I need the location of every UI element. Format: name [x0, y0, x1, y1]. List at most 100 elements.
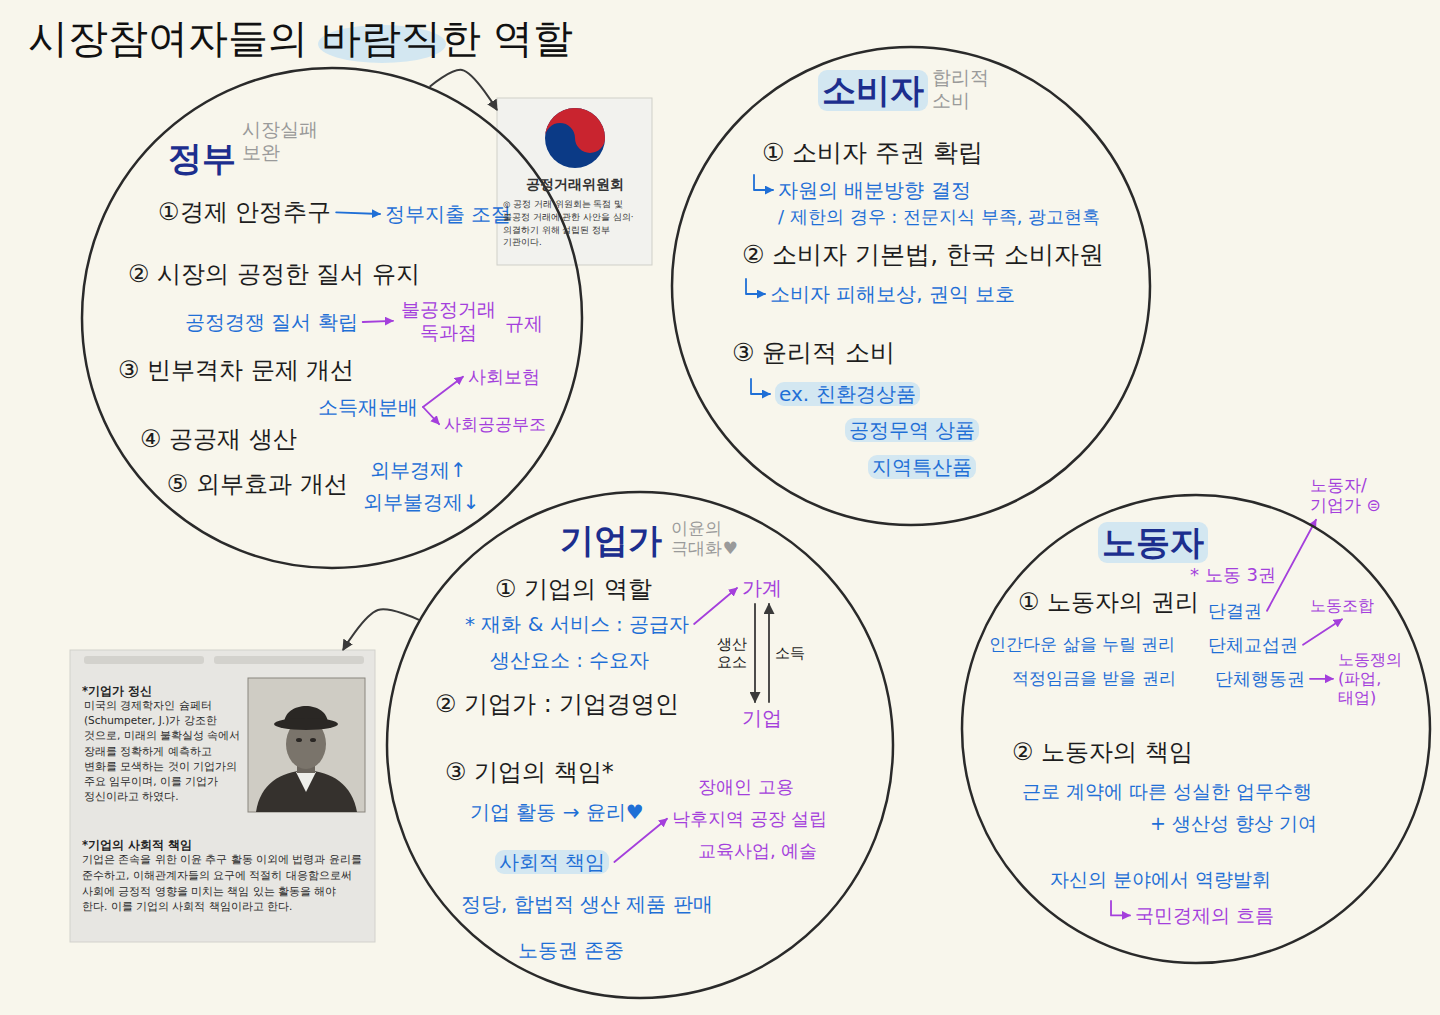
text-slot: ② 시장의 공정한 질서 유지 — [128, 260, 420, 289]
note-text: *기업의 사회적 책임 — [82, 839, 192, 853]
text-slot: 노동조합 — [1310, 596, 1374, 615]
circle-node: 노동자노동자/ 기업가 ⊜① 노동자의 권리* 노동 3권인간다운 삶을 누릴 … — [960, 493, 1432, 965]
annotation-arrow — [1310, 678, 1333, 680]
text-slot: 단결권 — [1208, 600, 1262, 622]
blurred-line — [214, 656, 364, 664]
text-slot: 적정임금을 받을 권리 — [1012, 668, 1176, 688]
text-slot: 근로 계약에 따른 성실한 업무수행 — [1022, 780, 1312, 803]
note-text: 지역특산품 — [868, 455, 976, 479]
note-text: / 제한의 경우 : 전문지식 부족, 광고현혹 — [778, 206, 1100, 228]
text-slot: ex. 친환경상품 — [775, 382, 920, 406]
text-slot: 정부 — [168, 138, 236, 179]
annotation-arrow — [694, 588, 737, 624]
text-slot: 단체행동권 — [1215, 668, 1305, 690]
note-text: ① 기업의 역할 — [495, 575, 652, 604]
text-slot: 소비자 피해보상, 권익 보호 — [770, 282, 1015, 306]
note-text: 시장실패 보완 — [242, 118, 326, 164]
text-slot: 노동자/ 기업가 ⊜ — [1310, 475, 1396, 516]
note-text: * 노동 3권 — [1190, 564, 1276, 586]
text-slot: 미국의 경제학자인 슘페터(Schumpeter, J.)가 강조한 것으로, … — [84, 698, 242, 805]
note-text: 인간다운 삶을 누릴 권리 — [989, 634, 1175, 654]
image-box: 공정거래위원회 ◎ 공정 거래 위원회는 독점 및 불공정 거래에 관한 사안을 … — [497, 98, 652, 265]
portrait-collar — [296, 772, 316, 792]
note-text: 장애인 고용 — [698, 776, 794, 798]
note-text: * 재화 & 서비스 : 공급자 — [465, 612, 689, 636]
text-slot: ① 기업의 역할 — [495, 575, 652, 604]
note-text: 자원의 배분방향 결정 — [778, 178, 971, 202]
note-text: ③ 빈부격차 문제 개선 — [118, 356, 354, 385]
text-slot: ② 소비자 기본법, 한국 소비자원 — [742, 240, 1104, 270]
text-slot: 자신의 분야에서 역량발휘 — [1050, 868, 1271, 891]
note-text: 정당, 합법적 생산 제품 판매 — [461, 892, 713, 916]
note-text: ③ 윤리적 소비 — [732, 338, 895, 368]
annotation-arrow — [423, 377, 463, 407]
note-text: 사회적 책임 — [495, 850, 609, 874]
text-slot: 국민경제의 흐름 — [1135, 904, 1274, 927]
circle-node: 기업가이윤의 극대화♥① 기업의 역할* 재화 & 서비스 : 공급자생산요소 … — [385, 490, 895, 1000]
note-text: ⑤ 외부효과 개선 — [167, 470, 348, 499]
text-slot: 교육사업, 예술 — [698, 840, 817, 862]
portrait-frame — [248, 678, 365, 812]
text-slot: 소득 — [775, 643, 805, 662]
text-slot: 노동권 존중 — [518, 938, 624, 962]
note-text: 노동쟁의 (파업, 태업) — [1338, 650, 1406, 708]
text-slot: 기업 활동 → 윤리♥ — [470, 800, 644, 824]
note-text: 가계 — [742, 576, 782, 600]
note-text: 소비자 피해보상, 권익 보호 — [770, 282, 1015, 306]
text-slot: 합리적 소비 — [932, 66, 996, 112]
text-slot: 생산 요소 — [717, 635, 749, 671]
text-slot: * 노동 3권 — [1190, 564, 1276, 586]
title-wrap: 시장참여자들의 바람직한 역할 — [28, 14, 573, 62]
note-text: + 생산성 향상 기여 — [1150, 812, 1317, 835]
node-heading: 소비자 — [818, 70, 928, 111]
note-text: 외부경제↑ — [370, 458, 467, 482]
note-text: ② 시장의 공정한 질서 유지 — [128, 260, 420, 289]
text-slot: 공정거래위원회 — [497, 174, 652, 193]
note-text: ② 기업가 : 기업경영인 — [435, 690, 680, 719]
text-slot: 외부경제↑ — [370, 458, 467, 482]
ftc-figure — [497, 98, 652, 265]
note-text: 근로 계약에 따른 성실한 업무수행 — [1022, 780, 1312, 803]
text-slot: 지역특산품 — [868, 455, 976, 479]
text-slot: ③ 빈부격차 문제 개선 — [118, 356, 354, 385]
note-text: 공정경쟁 질서 확립 — [185, 310, 358, 334]
page-title: 시장참여자들의 바람직한 역할 — [28, 14, 573, 62]
annotation-arrow — [423, 407, 439, 424]
flow-arrow — [768, 604, 770, 702]
annotation-arrow — [363, 321, 393, 322]
text-slot: 소득재분배 — [318, 395, 418, 419]
text-slot: 사회공공부조 — [444, 414, 546, 434]
portrait-eye — [296, 738, 302, 742]
text-slot: *기업의 사회적 책임 — [82, 834, 192, 853]
annotation-arrow — [614, 819, 667, 862]
note-text: 노동조합 — [1310, 596, 1374, 615]
circle-border — [387, 492, 893, 998]
logo-red — [545, 108, 605, 153]
note-text: 이윤의 극대화♥ — [671, 518, 743, 559]
text-slot: ①경제 안정추구 — [158, 198, 331, 227]
text-slot: 가계 — [742, 576, 782, 600]
note-text: 단체행동권 — [1215, 668, 1305, 690]
text-slot: ② 기업가 : 기업경영인 — [435, 690, 680, 719]
text-slot: ② 노동자의 책임 — [1012, 738, 1193, 767]
node-heading: 공정거래위원회 — [526, 176, 624, 193]
node-heading: 정부 — [168, 138, 236, 179]
text-slot: 자원의 배분방향 결정 — [778, 178, 971, 202]
hook-arrow — [754, 175, 773, 190]
textbook-figure — [70, 650, 375, 942]
node-heading: 노동자 — [1098, 522, 1208, 563]
text-slot: ④ 공공재 생산 — [140, 425, 297, 454]
note-text: ①경제 안정추구 — [158, 198, 331, 227]
circle-outline — [385, 490, 895, 1000]
note-text: 사회공공부조 — [444, 414, 546, 434]
note-text: ④ 공공재 생산 — [140, 425, 297, 454]
figure-frame — [497, 98, 652, 265]
note-text: 불공정거래 독과점 — [398, 298, 498, 344]
text-slot: 이윤의 극대화♥ — [671, 518, 743, 559]
note-text: ◎ 공정 거래 위원회는 독점 및 불공정 거래에 관한 사안을 심의·의결하기… — [503, 198, 646, 249]
circle-border — [672, 47, 1150, 525]
circle-node: 정부시장실패 보완①경제 안정추구정부지출 조절② 시장의 공정한 질서 유지공… — [80, 66, 584, 570]
text-slot: ◎ 공정 거래 위원회는 독점 및 불공정 거래에 관한 사안을 심의·의결하기… — [503, 198, 646, 249]
text-slot: * 재화 & 서비스 : 공급자 — [465, 612, 689, 636]
